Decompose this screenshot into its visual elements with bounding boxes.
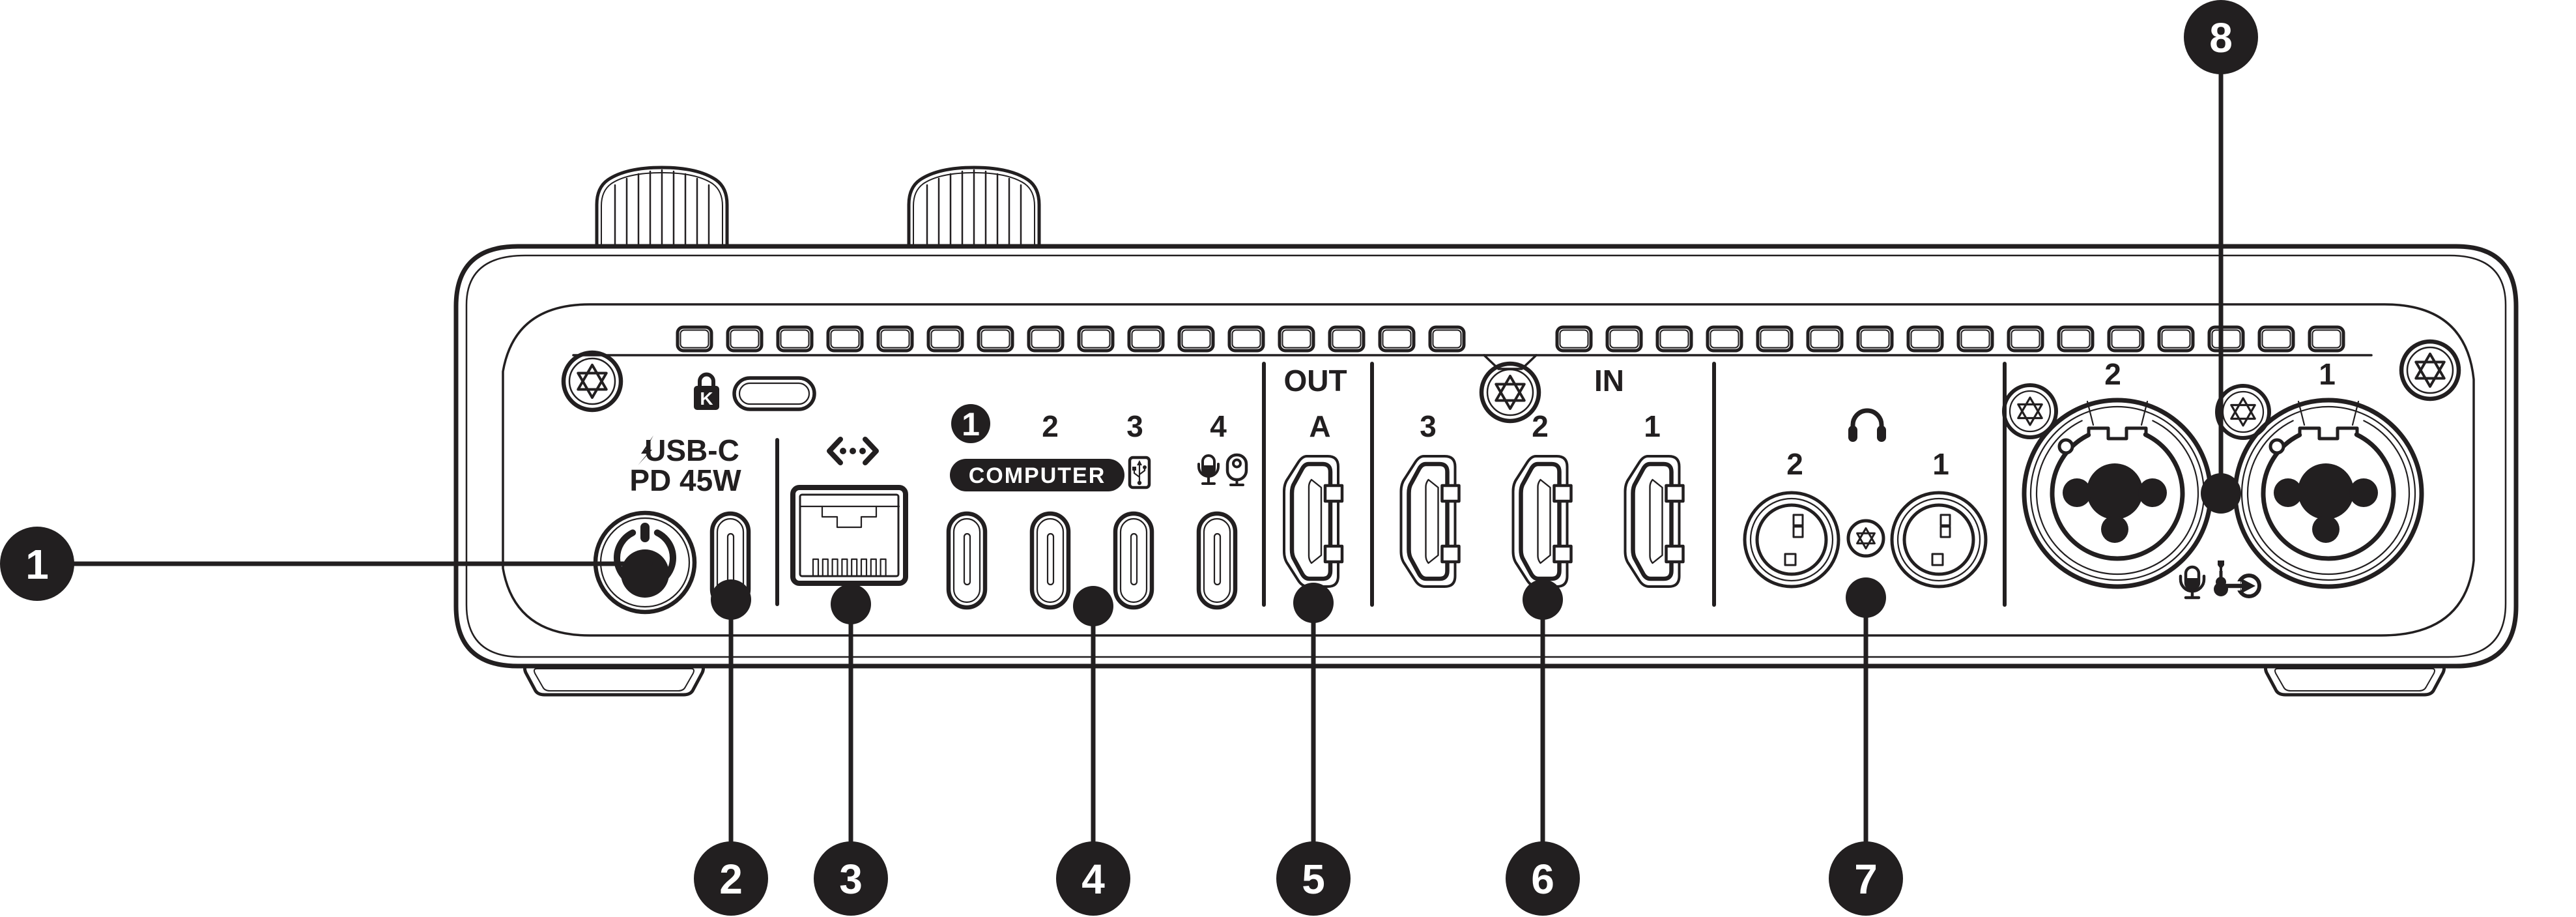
headphone-2-label: 2 bbox=[1786, 447, 1803, 481]
callout-7: 7 bbox=[1854, 856, 1878, 903]
panel-inset bbox=[502, 303, 2475, 637]
callout-5: 5 bbox=[1302, 856, 1325, 903]
computer-port-1-label: 1 bbox=[962, 406, 980, 443]
callout-3: 3 bbox=[839, 856, 863, 903]
port1-number-badge bbox=[951, 404, 990, 443]
mic-input-icon bbox=[2179, 565, 2206, 600]
lightning-icon bbox=[638, 435, 653, 465]
kensington-slot bbox=[732, 376, 816, 411]
computer-pill bbox=[950, 459, 1124, 491]
hdmi-out-a-label: A bbox=[1309, 409, 1330, 443]
hdmi-in-3-label: 3 bbox=[1420, 409, 1437, 443]
kensington-lock-icon bbox=[694, 372, 719, 410]
section-combo-inputs bbox=[2004, 385, 2422, 600]
line-in-icon bbox=[2221, 574, 2261, 598]
hdmi-in-1-label: 1 bbox=[1644, 409, 1661, 443]
labels: USB-C PD 45W K 1 COMPUTER 2 3 4 OUT A IN… bbox=[629, 357, 2335, 497]
hdmi-in-title: IN bbox=[1594, 364, 1624, 398]
computer-port-2-label: 2 bbox=[1042, 409, 1059, 443]
device-foot-left bbox=[525, 665, 704, 695]
callout-8: 8 bbox=[2209, 14, 2233, 61]
ethernet-pins bbox=[812, 558, 887, 577]
section-dividers bbox=[775, 362, 2007, 607]
combo-1-label: 1 bbox=[2319, 357, 2336, 391]
callout-1: 1 bbox=[25, 541, 49, 588]
callout-leader-lines bbox=[72, 72, 2224, 845]
mic-icon bbox=[1197, 454, 1220, 485]
knob-left bbox=[597, 167, 727, 248]
section-headphones bbox=[1745, 408, 1986, 587]
hdmi-in-2-label: 2 bbox=[1532, 409, 1549, 443]
ethernet-port bbox=[790, 485, 908, 586]
section-computer bbox=[949, 404, 1248, 607]
network-icon bbox=[827, 437, 879, 465]
combo-2-label: 2 bbox=[2104, 357, 2121, 391]
webcam-icon bbox=[1225, 453, 1248, 486]
callout-badges bbox=[0, 0, 2258, 916]
callout-numbers: 1 2 3 4 5 6 7 8 bbox=[25, 14, 2233, 903]
vent-slots bbox=[676, 325, 2345, 353]
power-icon bbox=[614, 523, 676, 598]
computer-pill-label: COMPUTER bbox=[969, 463, 1106, 488]
knob-right bbox=[909, 167, 1039, 248]
callout-2: 2 bbox=[719, 856, 743, 903]
callout-4: 4 bbox=[1081, 856, 1105, 903]
computer-port-3-label: 3 bbox=[1126, 409, 1143, 443]
kensington-letter: K bbox=[700, 388, 713, 409]
usb-icon bbox=[1128, 456, 1151, 489]
callout-6: 6 bbox=[1531, 856, 1554, 903]
usbc-power-label: USB-C bbox=[644, 433, 739, 467]
pd-rating-label: PD 45W bbox=[629, 463, 741, 497]
callout-dots bbox=[711, 473, 2241, 626]
section-ethernet bbox=[790, 437, 908, 586]
headphone-1-label: 1 bbox=[1932, 447, 1949, 481]
headphones-icon bbox=[1848, 408, 1886, 442]
hdmi-out-title: OUT bbox=[1283, 364, 1347, 398]
computer-port-4-label: 4 bbox=[1210, 409, 1227, 443]
device-body bbox=[453, 244, 2519, 669]
device-foot-right bbox=[2266, 665, 2444, 695]
